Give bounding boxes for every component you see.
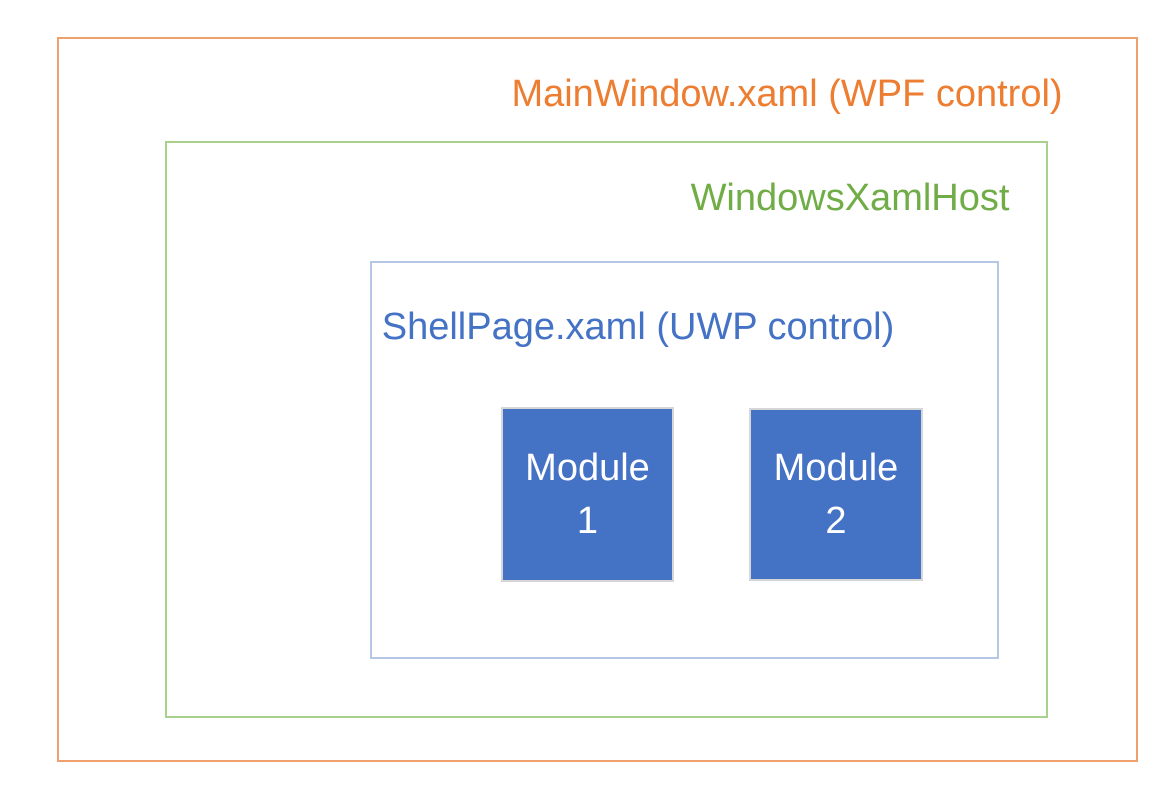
mainwindow-wpf-box: MainWindow.xaml (WPF control) WindowsXam… <box>57 37 1138 762</box>
module-2-name: Module <box>773 446 899 489</box>
module-2-number: 2 <box>825 499 847 542</box>
module-1-box: Module 1 <box>501 407 674 582</box>
windowsxamlhost-box: WindowsXamlHost ShellPage.xaml (UWP cont… <box>165 141 1048 718</box>
shellpage-label: ShellPage.xaml (UWP control) <box>381 306 895 348</box>
windowsxamlhost-label: WindowsXamlHost <box>690 177 1010 219</box>
module-1-number: 1 <box>576 499 599 542</box>
module-1-name: Module <box>525 446 650 489</box>
module-2-box: Module 2 <box>749 408 923 581</box>
mainwindow-label: MainWindow.xaml (WPF control) <box>511 73 1063 115</box>
shellpage-uwp-box: ShellPage.xaml (UWP control) Module 1 Mo… <box>370 261 999 659</box>
